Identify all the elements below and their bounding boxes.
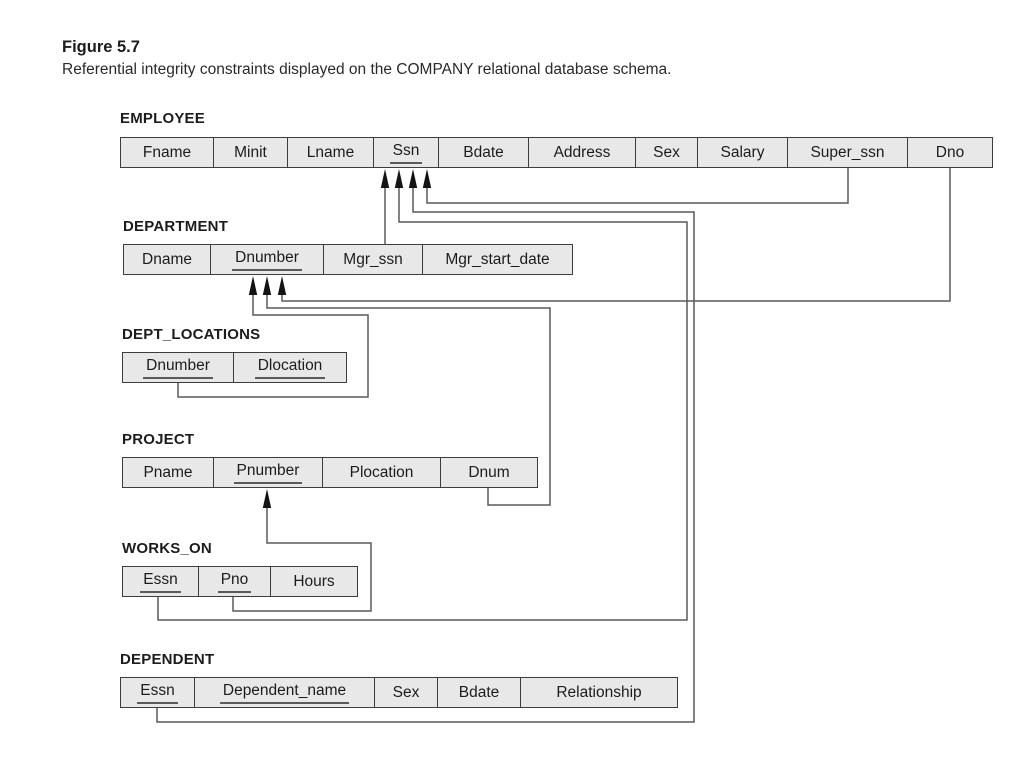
fk-dnum-to-dnumber-arrowhead-icon (262, 276, 272, 295)
fk-works-on-essn-to-ssn-arrowhead-icon (394, 169, 404, 188)
department-table-title: DEPARTMENT (123, 218, 229, 235)
works-on-col-pno: Pno (198, 566, 270, 597)
department-col-dname: Dname (123, 244, 210, 275)
employee-col-dno: Dno (907, 137, 993, 168)
employee-table: Fname Minit Lname Ssn Bdate Address Sex … (120, 137, 993, 168)
department-col-mgr-start-date: Mgr_start_date (422, 244, 573, 275)
dependent-col-essn: Essn (120, 677, 194, 708)
department-table: Dname Dnumber Mgr_ssn Mgr_start_date (123, 244, 573, 275)
dept-locations-col-dlocation: Dlocation (233, 352, 347, 383)
project-col-dnum: Dnum (440, 457, 538, 488)
project-col-pnumber: Pnumber (213, 457, 322, 488)
figure-label: Figure 5.7 (62, 38, 140, 56)
fk-pno-to-pnumber-arrowhead-icon (262, 489, 272, 508)
fk-dno-to-dnumber-line (281, 168, 951, 302)
employee-table-title: EMPLOYEE (120, 110, 205, 127)
dependent-col-bdate: Bdate (437, 677, 520, 708)
fk-dependent-essn-to-ssn-arrowhead-icon (408, 169, 418, 188)
employee-col-ssn: Ssn (373, 137, 438, 168)
dept-locations-col-dnumber: Dnumber (122, 352, 233, 383)
fk-super-ssn-to-ssn-line (426, 168, 849, 204)
project-table-title: PROJECT (122, 431, 195, 448)
employee-col-sex: Sex (635, 137, 697, 168)
employee-col-lname: Lname (287, 137, 373, 168)
dependent-table: Essn Dependent_name Sex Bdate Relationsh… (120, 677, 678, 708)
figure-caption: Referential integrity constraints displa… (62, 61, 672, 78)
works-on-col-hours: Hours (270, 566, 358, 597)
works-on-table: Essn Pno Hours (122, 566, 358, 597)
dept-locations-table: Dnumber Dlocation (122, 352, 347, 383)
project-col-pname: Pname (122, 457, 213, 488)
dependent-col-dependent-name: Dependent_name (194, 677, 374, 708)
employee-col-fname: Fname (120, 137, 213, 168)
dependent-table-title: DEPENDENT (120, 651, 215, 668)
project-col-plocation: Plocation (322, 457, 440, 488)
dependent-col-relationship: Relationship (520, 677, 678, 708)
works-on-table-title: WORKS_ON (122, 540, 212, 557)
works-on-col-essn: Essn (122, 566, 198, 597)
employee-col-minit: Minit (213, 137, 287, 168)
fk-dno-to-dnumber-arrowhead-icon (277, 276, 287, 295)
employee-col-address: Address (528, 137, 635, 168)
dept-locations-table-title: DEPT_LOCATIONS (122, 326, 261, 343)
fk-super-ssn-to-ssn-arrowhead-icon (422, 169, 432, 188)
employee-col-salary: Salary (697, 137, 787, 168)
department-col-mgr-ssn: Mgr_ssn (323, 244, 422, 275)
department-col-dnumber: Dnumber (210, 244, 323, 275)
employee-col-bdate: Bdate (438, 137, 528, 168)
employee-col-super-ssn: Super_ssn (787, 137, 907, 168)
fk-mgr-ssn-to-ssn-arrowhead-icon (380, 169, 390, 188)
fk-dept-locations-dnumber-to-dnumber-arrowhead-icon (248, 276, 258, 295)
project-table: Pname Pnumber Plocation Dnum (122, 457, 538, 488)
dependent-col-sex: Sex (374, 677, 437, 708)
